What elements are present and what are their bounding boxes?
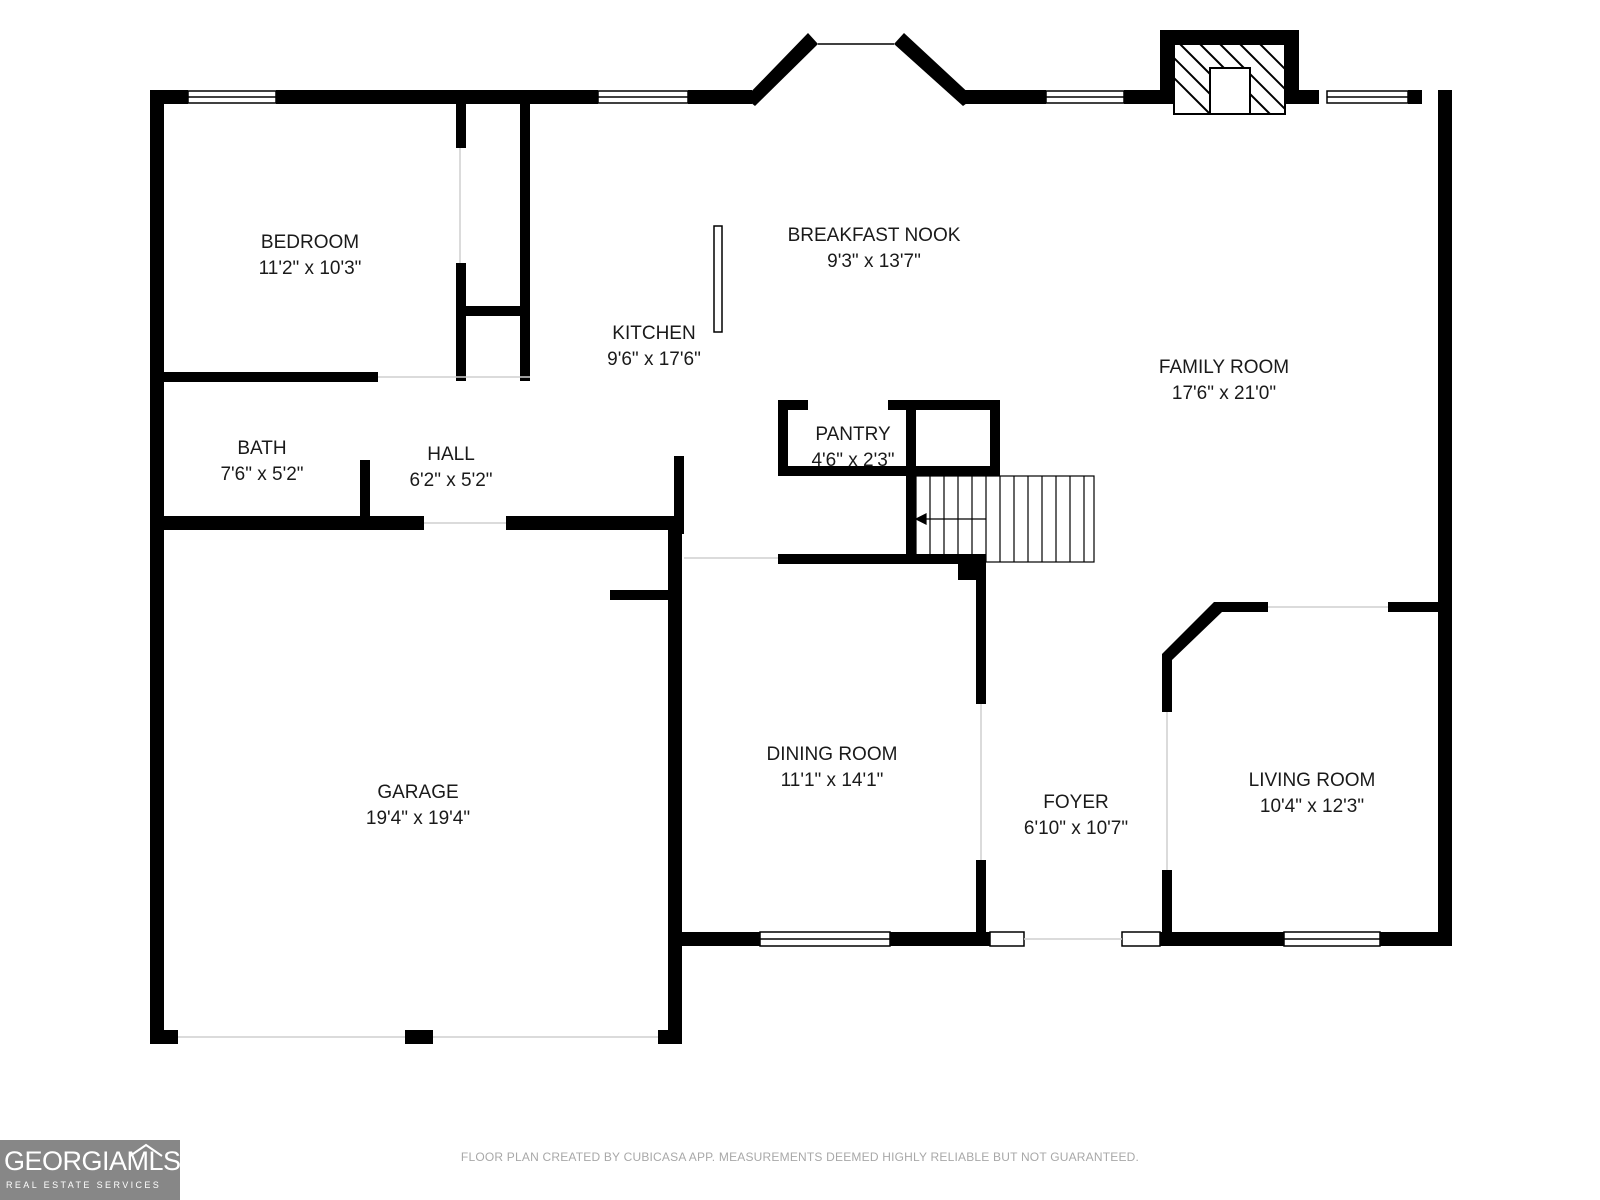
room-dims-hall: 6'2" x 5'2" bbox=[409, 470, 492, 491]
room-name-foyer: FOYER bbox=[1043, 792, 1108, 813]
room-name-kitchen: KITCHEN bbox=[612, 323, 695, 344]
room-dims-breakfast-nook: 9'3" x 13'7" bbox=[827, 251, 921, 272]
room-dims-dining-room: 11'1" x 14'1" bbox=[781, 770, 884, 791]
staircase bbox=[914, 475, 1095, 563]
windows bbox=[187, 43, 1409, 947]
room-dims-bath: 7'6" x 5'2" bbox=[220, 464, 303, 485]
logo-tagline: REAL ESTATE SERVICES bbox=[6, 1180, 162, 1190]
door-openings bbox=[178, 148, 1388, 1038]
room-labels: BEDROOM 11'2" x 10'3" BREAKFAST NOOK 9'3… bbox=[220, 225, 1375, 839]
room-name-garage: GARAGE bbox=[377, 782, 458, 803]
logo-wordmark: GEORGIAMLS bbox=[4, 1146, 181, 1176]
room-dims-bedroom: 11'2" x 10'3" bbox=[259, 258, 362, 279]
walls bbox=[150, 30, 1452, 1044]
room-dims-foyer: 6'10" x 10'7" bbox=[1024, 818, 1128, 839]
room-name-pantry: PANTRY bbox=[815, 424, 891, 445]
fireplace-hearth bbox=[1173, 43, 1286, 115]
room-dims-family-room: 17'6" x 21'0" bbox=[1172, 383, 1276, 404]
room-name-family-room: FAMILY ROOM bbox=[1159, 357, 1289, 378]
kitchen-counter bbox=[713, 225, 723, 333]
room-name-bath: BATH bbox=[237, 438, 286, 459]
room-name-breakfast-nook: BREAKFAST NOOK bbox=[788, 225, 961, 246]
georgia-mls-logo: GEORGIAMLS REAL ESTATE SERVICES bbox=[0, 1140, 181, 1200]
footer-disclaimer: FLOOR PLAN CREATED BY CUBICASA APP. MEAS… bbox=[460, 1150, 1140, 1164]
room-name-hall: HALL bbox=[427, 444, 475, 465]
room-dims-garage: 19'4" x 19'4" bbox=[366, 808, 470, 829]
room-name-living-room: LIVING ROOM bbox=[1249, 770, 1376, 791]
room-dims-pantry: 4'6" x 2'3" bbox=[811, 450, 894, 471]
house-roof-icon bbox=[129, 1143, 163, 1157]
room-dims-living-room: 10'4" x 12'3" bbox=[1260, 796, 1364, 817]
room-name-dining-room: DINING ROOM bbox=[767, 744, 898, 765]
room-dims-kitchen: 9'6" x 17'6" bbox=[607, 349, 701, 370]
room-name-bedroom: BEDROOM bbox=[261, 232, 359, 253]
